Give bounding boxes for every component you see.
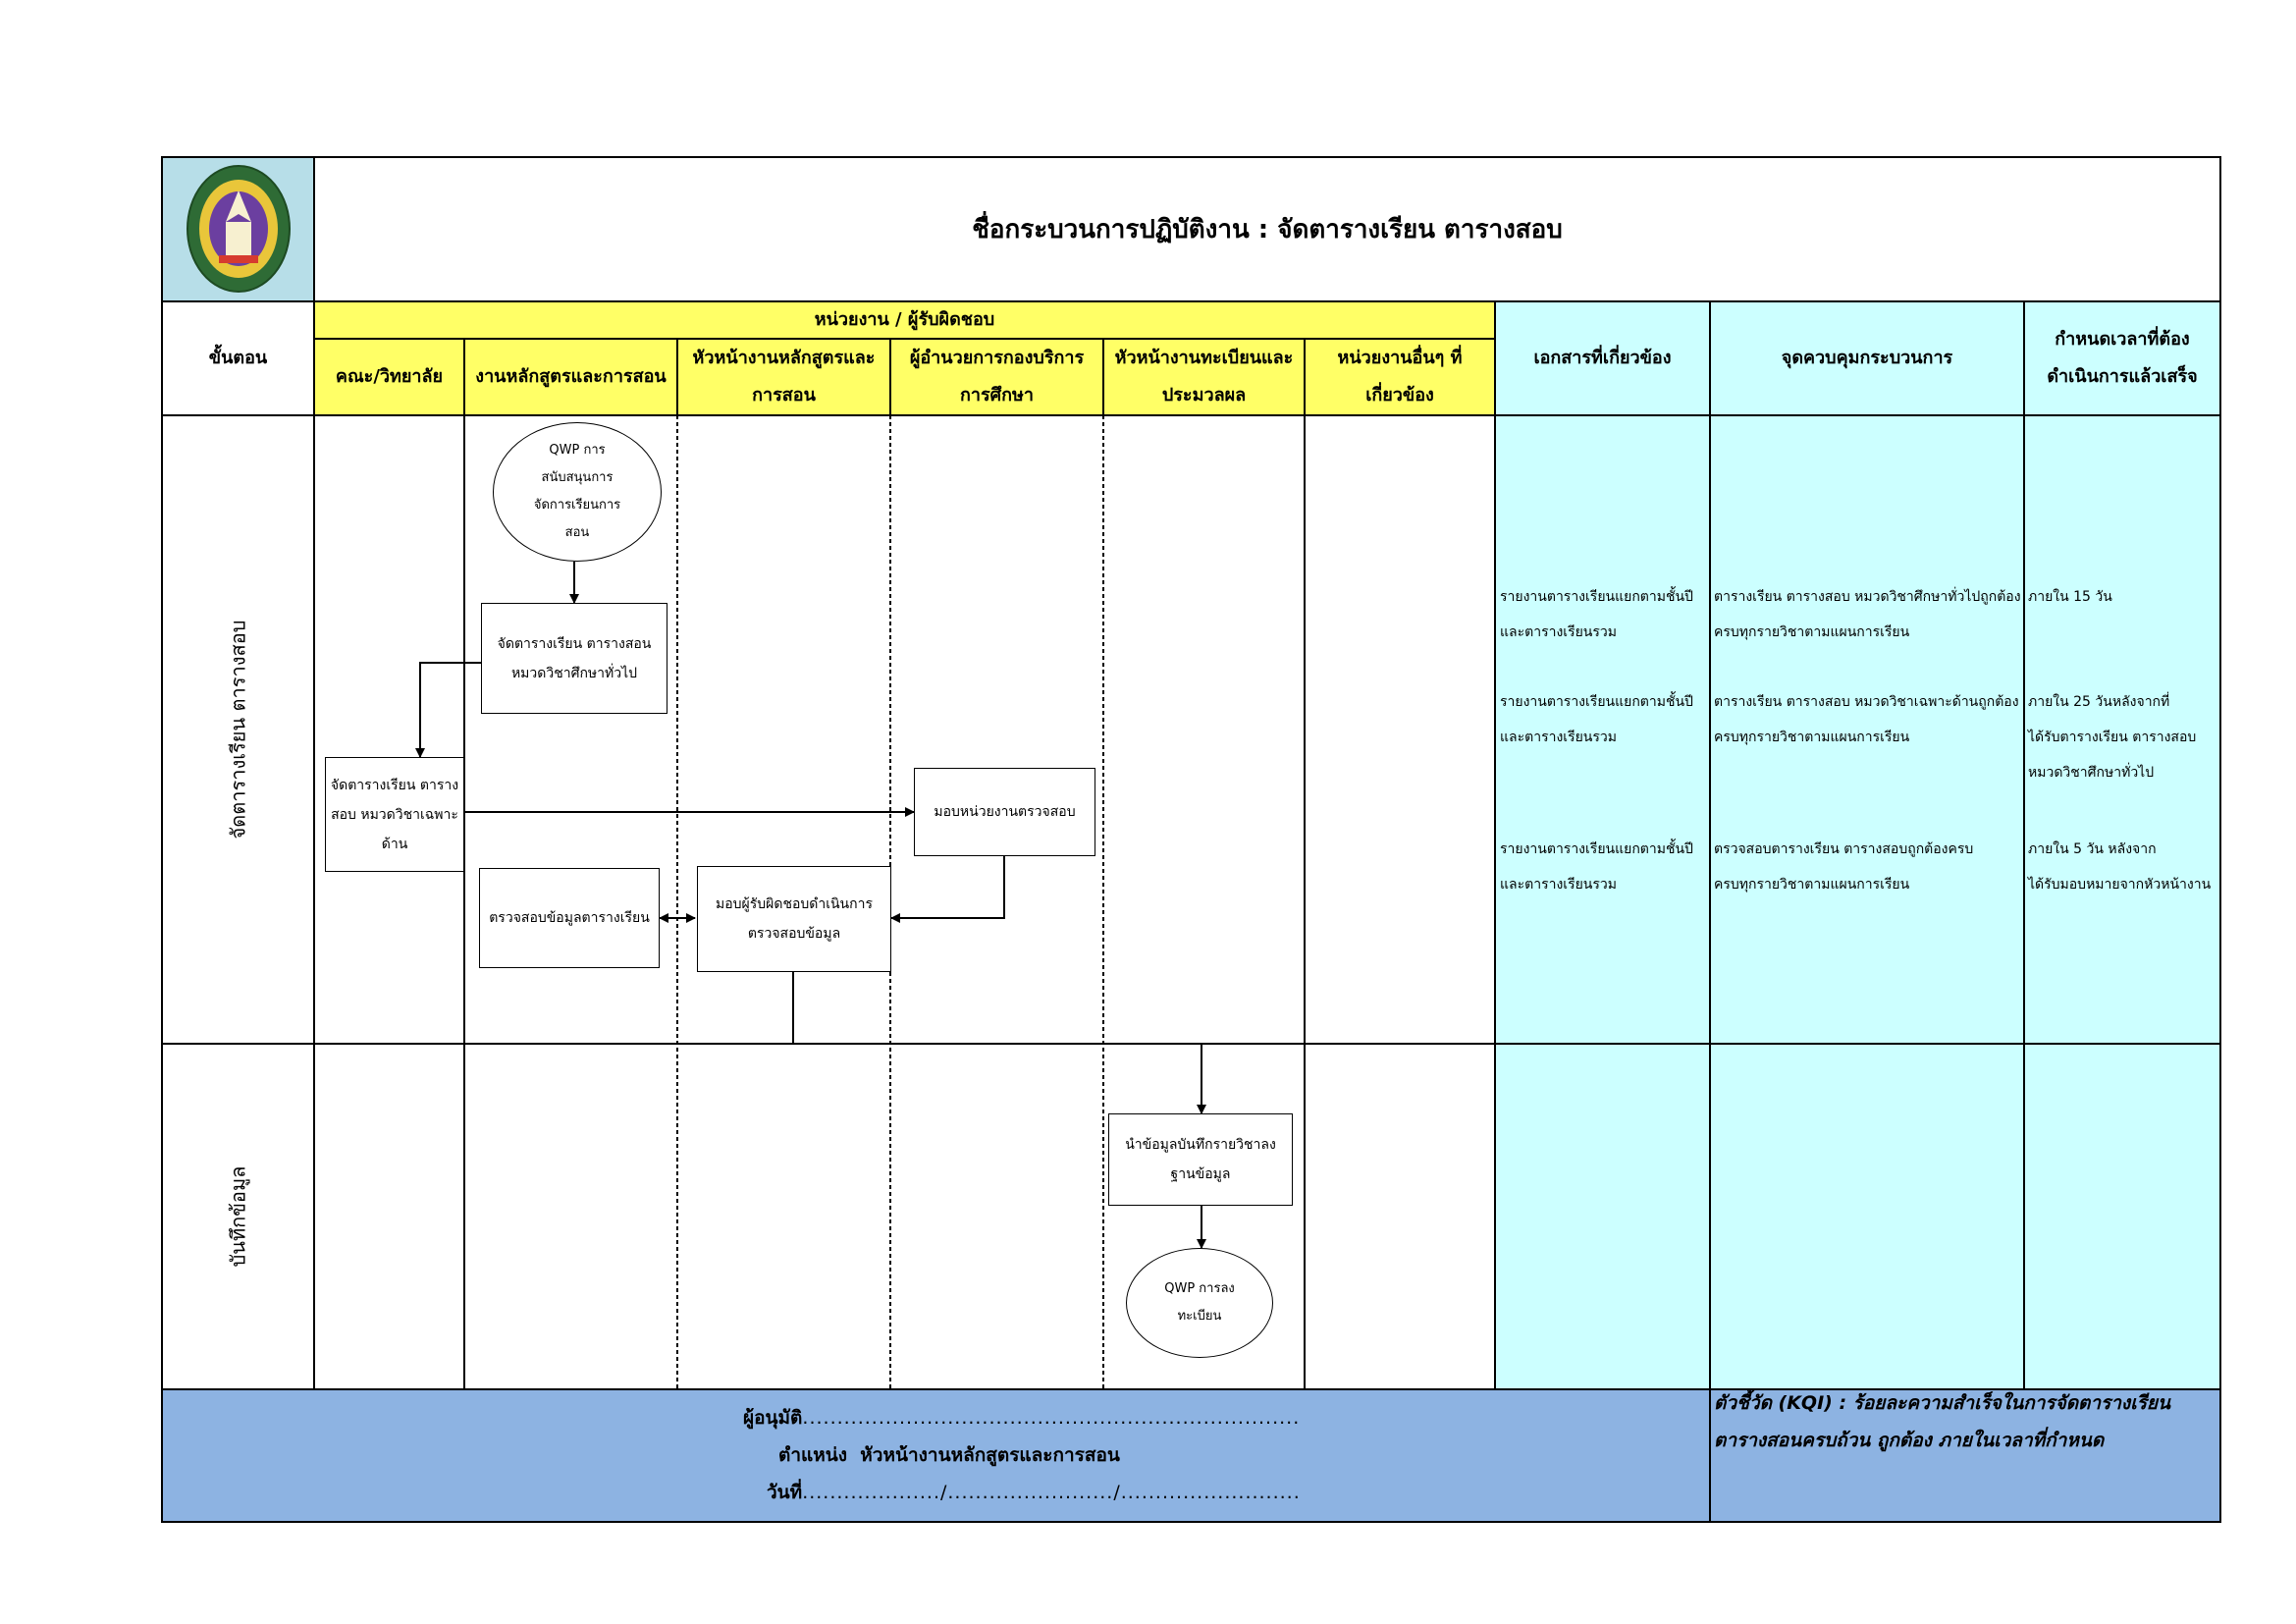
control-header: จุดควบคุมกระบวนการ <box>1781 348 1953 368</box>
box-assign-responsible: มอบผู้รับผิดชอบดำเนินการตรวจสอบข้อมูล <box>697 866 891 972</box>
position-label: ตำแหน่ง <box>778 1444 848 1466</box>
side-columns-bg <box>1495 301 2220 1389</box>
step-header: ขั้นตอน <box>208 348 268 368</box>
responsible-header-bg <box>314 301 1495 415</box>
control-item-1: ตารางเรียน ตารางสอบ หมวดวิชาศึกษาทั่วไปถ… <box>1714 589 2021 640</box>
lane-header-curriculum-head: หัวหน้างานหลักสูตรและการสอน <box>692 348 876 406</box>
start-oval: QWP การสนับสนุนการจัดการเรียนการสอน <box>493 422 662 562</box>
lane-header-director: ผู้อำนวยการกองบริการการศึกษา <box>909 348 1085 406</box>
lane-header-other: หน่วยงานอื่นๆ ที่เกี่ยวข้อง <box>1337 348 1463 406</box>
end-oval: QWP การลงทะเบียน <box>1126 1248 1273 1358</box>
kqi-line-1: ตัวชี้วัด (KQI) : ร้อยละความสำเร็จในการจ… <box>1714 1392 2171 1414</box>
box-check-data: ตรวจสอบข้อมูลตารางเรียน <box>479 868 660 968</box>
footer-bg <box>162 1389 2220 1522</box>
document-item-1: รายงานตารางเรียนแยกตามชั้นปี และตารางเรี… <box>1500 589 1693 640</box>
documents-header: เอกสารที่เกี่ยวข้อง <box>1533 348 1672 368</box>
lane-header-curriculum: งานหลักสูตรและการสอน <box>475 366 667 387</box>
page-title: ชื่อกระบวนการปฏิบัติงาน : จัดตารางเรียน … <box>972 215 1563 244</box>
connector-assign-to-responsible <box>890 854 1005 923</box>
document-item-3: รายงานตารางเรียนแยกตามชั้นปี และตารางเรี… <box>1500 841 1693 893</box>
responsible-header: หน่วยงาน / ผู้รับผิดชอบ <box>814 309 995 330</box>
lane-header-faculty: คณะ/วิทยาลัย <box>335 366 444 387</box>
document-item-2: รายงานตารางเรียนแยกตามชั้นปี และตารางเรี… <box>1500 694 1693 745</box>
lane-header-registrar-head: หัวหน้างานทะเบียนและประมวลผล <box>1114 348 1294 406</box>
connector-general-to-specific <box>415 662 481 758</box>
position-line: ตำแหน่ง หัวหน้างานหลักสูตรและการสอน <box>778 1436 1120 1474</box>
university-logo <box>187 165 291 293</box>
box-assign-check: มอบหน่วยงานตรวจสอบ <box>914 768 1095 856</box>
date-label: วันที่ <box>767 1482 803 1503</box>
control-item-3: ตรวจสอบตารางเรียน ตารางสอบถูกต้องครบ ครบ… <box>1714 841 1974 893</box>
box-record: นำข้อมูลบันทึกรายวิชาลงฐานข้อมูล <box>1108 1113 1293 1206</box>
box-schedule-general: จัดตารางเรียน ตารางสอน หมวดวิชาศึกษาทั่ว… <box>481 603 667 714</box>
date-line: วันที่..................../.............… <box>767 1474 1301 1511</box>
approver-signature-line: ........................................… <box>802 1407 1301 1429</box>
control-item-2: ตารางเรียน ตารางสอบ หมวดวิชาเฉพาะด้านถูก… <box>1714 694 2019 745</box>
kqi-line-2: ตารางสอนครบถ้วน ถูกต้อง ภายในเวลาที่กำหน… <box>1714 1430 2105 1451</box>
deadline-item-1: ภายใน 15 วัน <box>2028 589 2112 605</box>
position-value: หัวหน้างานหลักสูตรและการสอน <box>860 1444 1120 1466</box>
approver-line: ผู้อนุมัติ..............................… <box>743 1399 1300 1436</box>
deadline-item-2: ภายใน 25 วันหลังจากที่ ได้รับตารางเรียน … <box>2028 694 2197 781</box>
connector-responsible-to-record <box>792 972 1206 1114</box>
date-fill-line: ..................../...................… <box>802 1482 1301 1503</box>
deadline-header: กำหนดเวลาที่ต้องดำเนินการแล้วเสร็จ <box>2047 329 2198 387</box>
deadline-item-3: ภายใน 5 วัน หลังจาก ได้รับมอบหมายจากหัวห… <box>2028 841 2212 893</box>
box-schedule-specific: จัดตารางเรียน ตารางสอบ หมวดวิชาเฉพาะด้าน <box>325 757 464 872</box>
approver-label: ผู้อนุมัติ <box>743 1407 803 1429</box>
